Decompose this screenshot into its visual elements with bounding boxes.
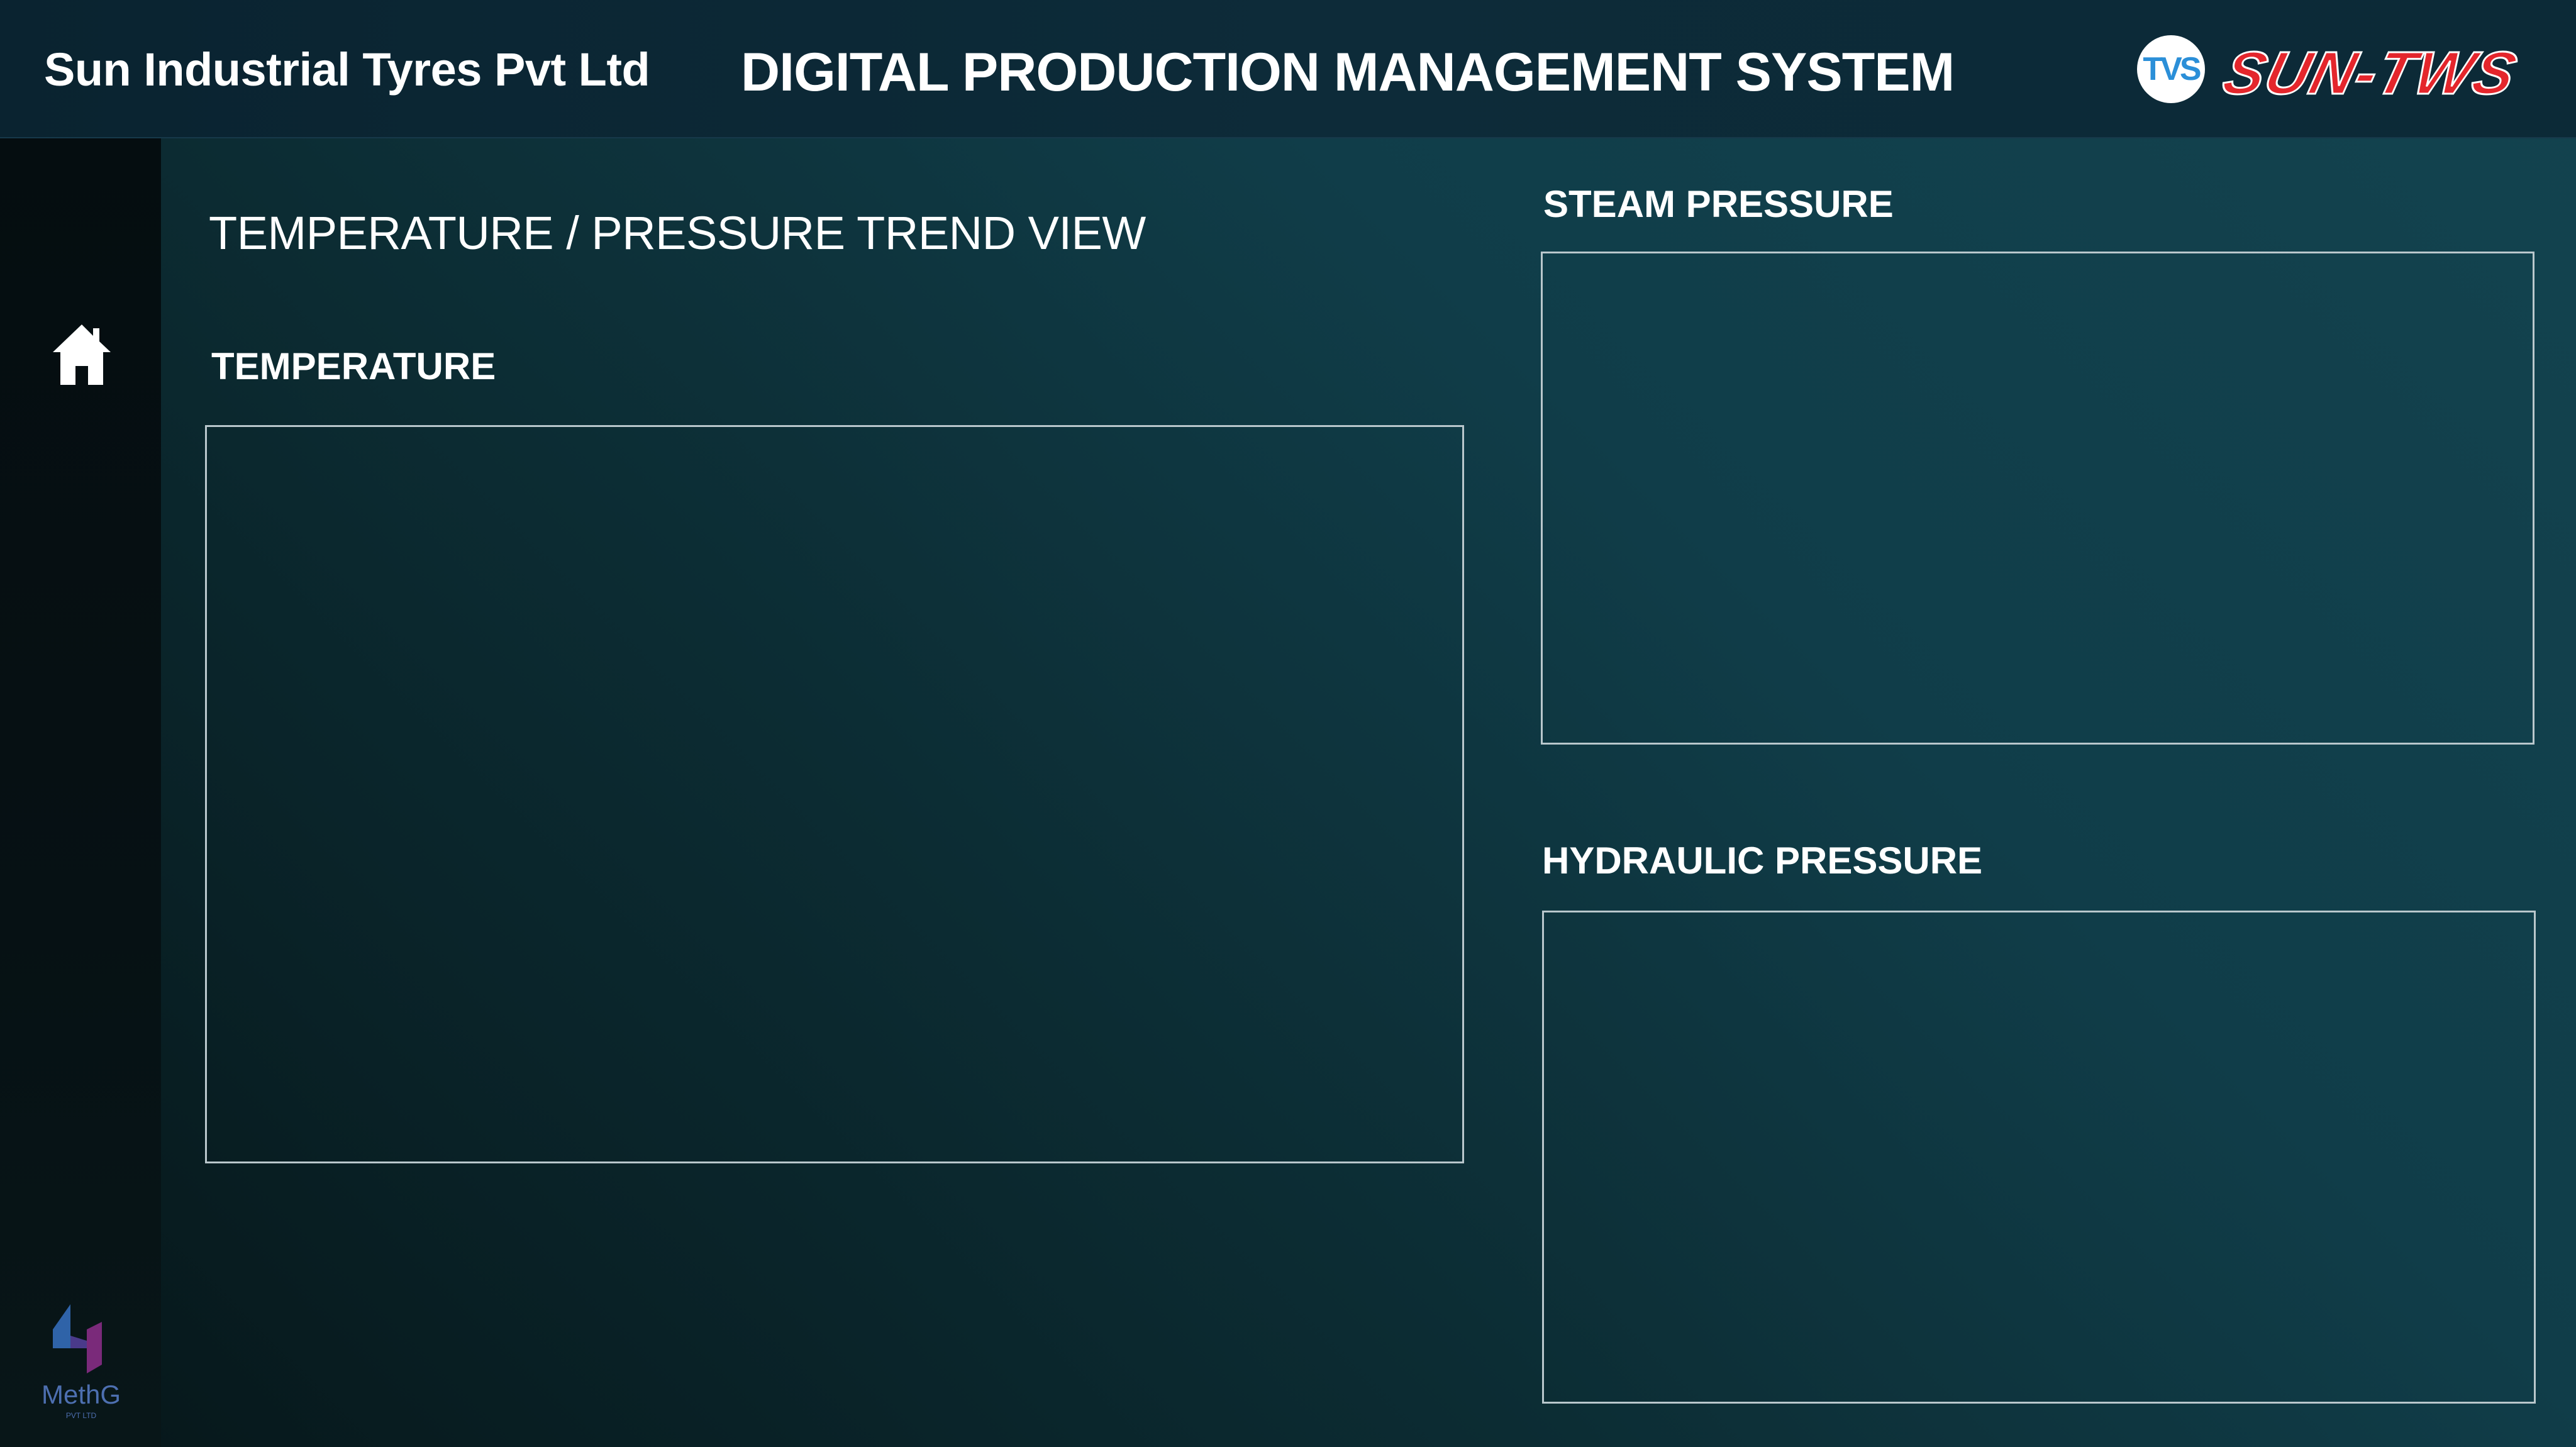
sidebar: MethG PVT LTD xyxy=(0,138,161,1447)
temperature-label: TEMPERATURE xyxy=(211,345,496,387)
top-header-bar: Sun Industrial Tyres Pvt Ltd DIGITAL PRO… xyxy=(0,0,2576,138)
home-icon[interactable] xyxy=(52,322,112,387)
steam-pressure-trend-panel[interactable] xyxy=(1541,252,2534,745)
tvs-logo-badge: TVS xyxy=(2137,35,2205,103)
methg-logo: MethG PVT LTD xyxy=(34,1285,128,1424)
methg-logo-subtext: PVT LTD xyxy=(65,1411,97,1420)
app-title: DIGITAL PRODUCTION MANAGEMENT SYSTEM xyxy=(741,42,1955,103)
hydraulic-pressure-trend-panel[interactable] xyxy=(1542,911,2536,1404)
steam-pressure-label: STEAM PRESSURE xyxy=(1543,183,1894,225)
methg-logo-text: MethG xyxy=(41,1380,121,1409)
hydraulic-pressure-label: HYDRAULIC PRESSURE xyxy=(1542,840,1983,882)
company-name: Sun Industrial Tyres Pvt Ltd xyxy=(44,43,650,96)
methg-logo-mark-icon xyxy=(53,1304,102,1373)
page-title: TEMPERATURE / PRESSURE TREND VIEW xyxy=(209,207,1146,259)
tvs-logo-text: TVS xyxy=(2143,51,2201,87)
temperature-trend-panel[interactable] xyxy=(205,425,1464,1163)
sun-tws-logo: SUN-TWS xyxy=(2216,39,2525,108)
